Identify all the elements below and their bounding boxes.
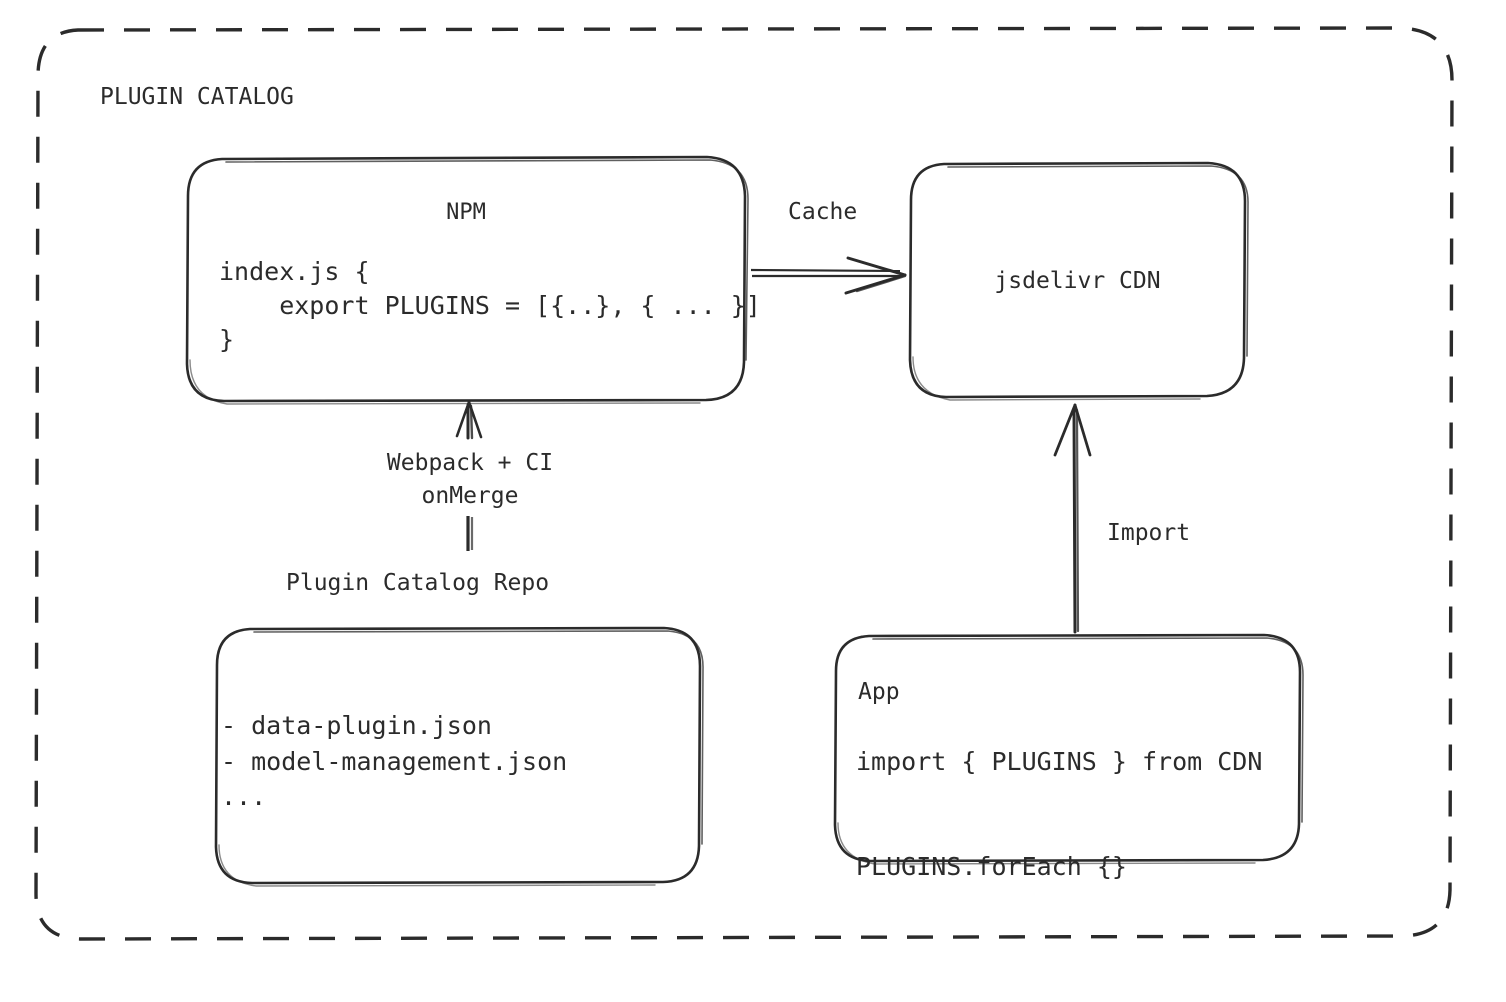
- repo-node-items: - data-plugin.json - model-management.js…: [221, 711, 568, 811]
- npm-node-code: index.js { export PLUGINS = [{..}, { ...…: [219, 257, 761, 354]
- edge-label-cache: Cache: [788, 199, 858, 225]
- app-node-shape[interactable]: [833, 633, 1304, 865]
- edge-label-import: Import: [1107, 520, 1191, 546]
- cdn-node-shape[interactable]: [908, 161, 1249, 401]
- npm-node-shape[interactable]: [185, 155, 749, 405]
- group-title: PLUGIN CATALOG: [100, 84, 294, 110]
- group-boundary: [34, 26, 1454, 941]
- edge-repo-to-npm: [455, 400, 483, 551]
- repo-node-caption: Plugin Catalog Repo: [286, 570, 550, 596]
- cdn-node-title: jsdelivr CDN: [994, 268, 1161, 294]
- npm-node-title: NPM: [446, 200, 486, 225]
- repo-node-shape[interactable]: [214, 626, 704, 887]
- edge-app-to-cdn: [1053, 403, 1092, 634]
- edge-npm-to-cdn: [750, 256, 907, 295]
- app-node-title: App: [858, 679, 900, 705]
- edge-label-webpack-ci: Webpack + CI onMerge: [386, 450, 554, 509]
- app-node-code: import { PLUGINS } from CDN PLUGINS.forE…: [856, 747, 1263, 881]
